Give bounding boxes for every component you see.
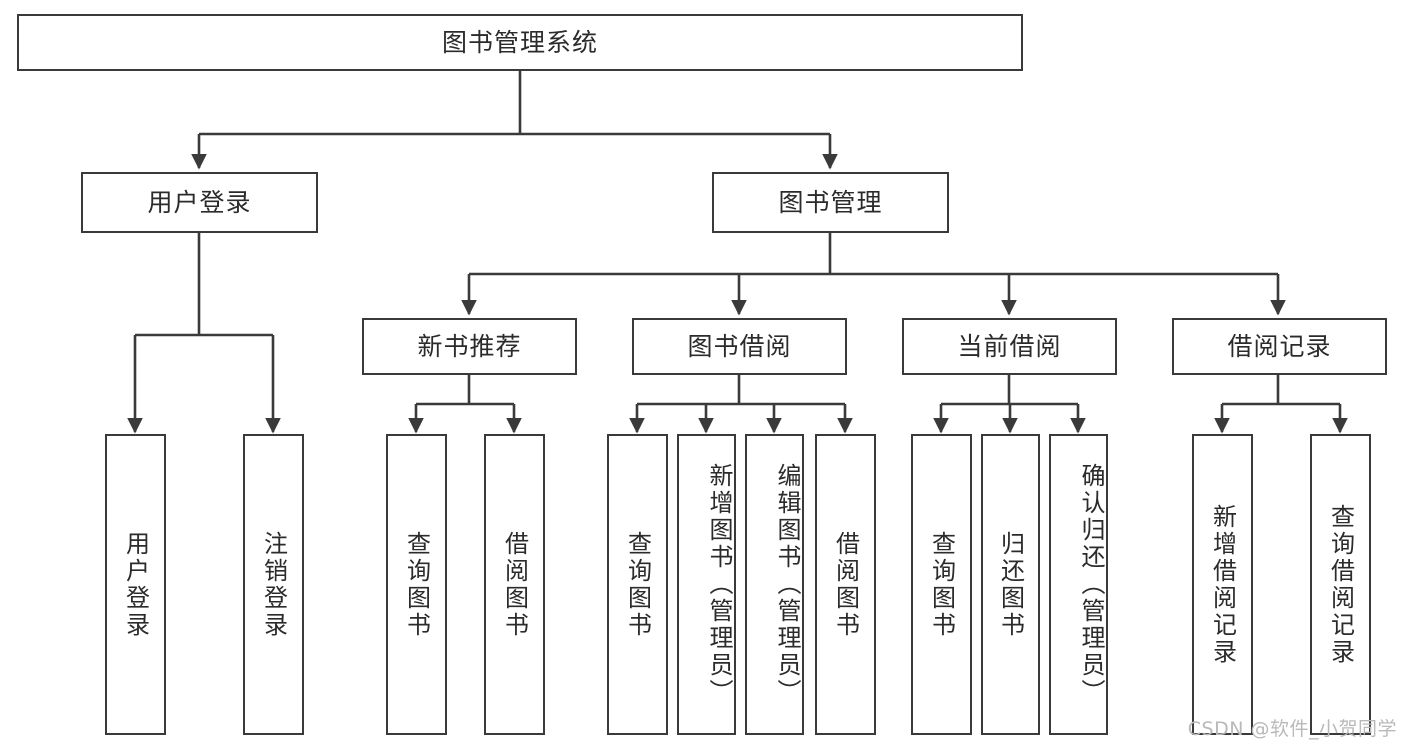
node-user-login-label: 用户登录 — [147, 187, 252, 217]
node-book-borrow-label: 图书借阅 — [687, 331, 792, 361]
leaf-query-book-2-label: 查询图书 — [623, 530, 652, 639]
node-root[interactable]: 图书管理系统 — [17, 14, 1023, 71]
node-new-book-recommend[interactable]: 新书推荐 — [362, 318, 577, 375]
node-new-book-recommend-label: 新书推荐 — [417, 331, 522, 361]
node-current-borrow[interactable]: 当前借阅 — [902, 318, 1117, 375]
leaf-query-record-label: 查询借阅记录 — [1326, 503, 1355, 666]
node-borrow-record-label: 借阅记录 — [1227, 331, 1332, 361]
leaf-add-book[interactable]: 新增图书（管理员） — [677, 434, 736, 735]
leaf-borrow-book-1[interactable]: 借阅图书 — [484, 434, 545, 735]
leaf-borrow-book-2[interactable]: 借阅图书 — [815, 434, 876, 735]
leaf-confirm-return[interactable]: 确认归还（管理员） — [1049, 434, 1108, 735]
node-borrow-record[interactable]: 借阅记录 — [1172, 318, 1387, 375]
leaf-confirm-return-label: 确认归还（管理员） — [1077, 463, 1105, 706]
leaf-query-book-1-label: 查询图书 — [402, 530, 431, 639]
leaf-query-book-3-label: 查询图书 — [927, 530, 956, 639]
leaf-borrow-book-1-label: 借阅图书 — [500, 530, 529, 639]
leaf-user-logout-label: 注销登录 — [259, 530, 288, 639]
leaf-query-book-2[interactable]: 查询图书 — [607, 434, 668, 735]
node-book-manage-label: 图书管理 — [778, 187, 883, 217]
leaf-add-book-label: 新增图书（管理员） — [705, 463, 733, 706]
leaf-add-record-label: 新增借阅记录 — [1208, 503, 1237, 666]
leaf-return-book[interactable]: 归还图书 — [981, 434, 1040, 735]
leaf-return-book-label: 归还图书 — [996, 530, 1025, 639]
csdn-watermark: CSDN @软件_小贺同学 — [1187, 718, 1397, 740]
leaf-borrow-book-2-label: 借阅图书 — [831, 530, 860, 639]
leaf-query-record[interactable]: 查询借阅记录 — [1310, 434, 1371, 735]
node-current-borrow-label: 当前借阅 — [957, 331, 1062, 361]
leaf-edit-book[interactable]: 编辑图书（管理员） — [745, 434, 804, 735]
leaf-edit-book-label: 编辑图书（管理员） — [773, 463, 801, 706]
leaf-user-logout[interactable]: 注销登录 — [243, 434, 304, 735]
leaf-query-book-1[interactable]: 查询图书 — [386, 434, 447, 735]
leaf-user-login[interactable]: 用户登录 — [105, 434, 166, 735]
leaf-user-login-label: 用户登录 — [121, 530, 150, 639]
node-user-login[interactable]: 用户登录 — [81, 172, 318, 233]
node-root-label: 图书管理系统 — [441, 27, 598, 57]
leaf-query-book-3[interactable]: 查询图书 — [911, 434, 972, 735]
node-book-borrow[interactable]: 图书借阅 — [632, 318, 847, 375]
leaf-add-record[interactable]: 新增借阅记录 — [1192, 434, 1253, 735]
node-book-manage[interactable]: 图书管理 — [712, 172, 949, 233]
